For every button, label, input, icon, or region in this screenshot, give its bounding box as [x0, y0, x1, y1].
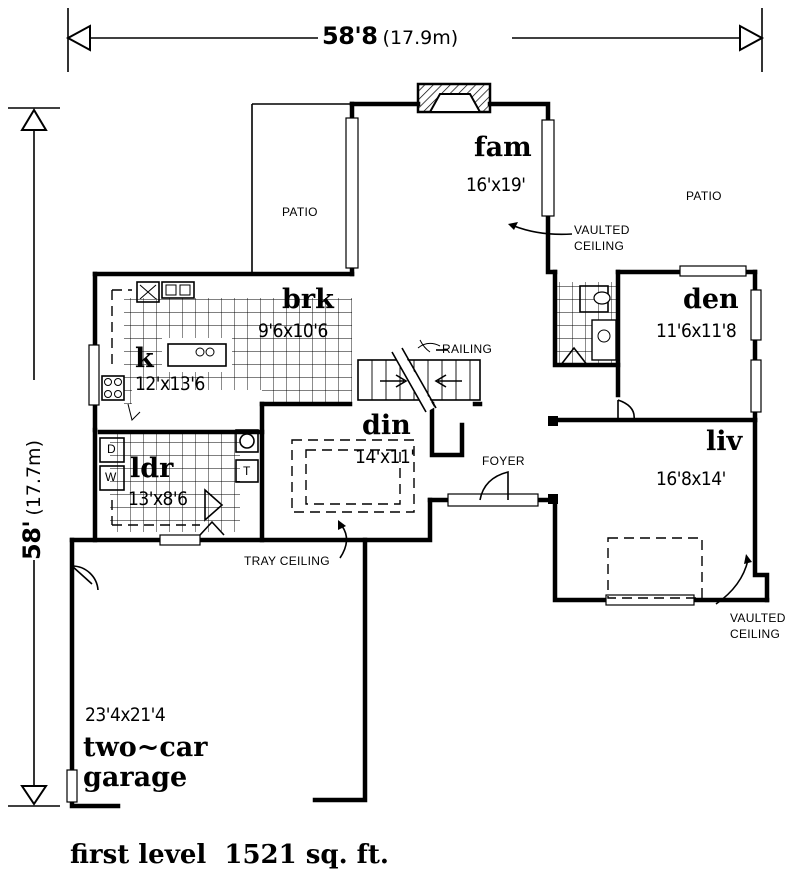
note-foyer: FOYER [482, 454, 525, 468]
room-din-size: 14'x11' [355, 446, 415, 468]
washer-label: W [105, 470, 117, 484]
room-k-name: k [135, 343, 154, 374]
room-garage-name-1: two~car [83, 732, 208, 763]
note-patio-left: PATIO [282, 205, 318, 219]
room-fam-size: 16'x19' [466, 174, 526, 196]
note-tray-ceiling: TRAY CEILING [244, 554, 330, 568]
tray-ceiling-outline [291, 439, 415, 513]
kitchen-fixtures [101, 281, 215, 401]
laundry-tile-floor [110, 432, 240, 532]
room-brk-name: brk [282, 284, 334, 315]
overall-width-dimension [65, 8, 765, 72]
windows [66, 117, 762, 803]
note-patio-right: PATIO [686, 189, 722, 203]
note-vaulted-fam-1: VAULTED [574, 223, 630, 237]
fireplace [416, 82, 492, 114]
toilet-label: T [243, 464, 251, 478]
room-ldr-size: 13'x8'6 [128, 488, 188, 510]
room-garage-name-2: garage [83, 762, 188, 793]
room-den-size: 11'6x11'8 [656, 320, 737, 342]
overall-depth-dimension [8, 107, 60, 807]
overall-width-main: 58'8 [322, 22, 378, 50]
liv-vaulted-outline [607, 537, 703, 599]
note-vaulted-liv-2: CEILING [730, 627, 781, 641]
room-brk-size: 9'6x10'6 [258, 320, 328, 342]
overall-width-metric: (17.9m) [382, 27, 459, 49]
footer-area-caption: first level 1521 sq. ft. [70, 840, 389, 870]
leader-arrows [338, 222, 752, 605]
laundry-fixtures [99, 429, 259, 536]
doors [71, 399, 635, 591]
room-liv-size: 16'8x14' [656, 468, 726, 490]
room-fam-name: fam [474, 132, 532, 163]
patio-left-outline [251, 103, 350, 272]
overall-depth-label: 58' (17.7m) [18, 440, 46, 560]
room-garage-size: 23'4x21'4 [85, 704, 166, 726]
bath-fixtures [559, 285, 617, 367]
note-vaulted-liv-1: VAULTED [730, 611, 786, 625]
note-vaulted-fam-2: CEILING [574, 239, 625, 253]
overall-depth-metric: (17.7m) [23, 440, 45, 516]
dryer-label: D [107, 442, 116, 456]
overall-width-label: 58'8 (17.9m) [322, 24, 458, 48]
room-din-name: din [362, 410, 411, 441]
room-den-name: den [683, 284, 739, 315]
stair [357, 342, 481, 413]
note-railing: RAILING [442, 342, 493, 356]
room-k-size: 12'x13'6 [135, 373, 205, 395]
room-ldr-name: ldr [130, 453, 174, 484]
overall-depth-main: 58' [18, 520, 46, 560]
room-liv-name: liv [706, 426, 743, 457]
